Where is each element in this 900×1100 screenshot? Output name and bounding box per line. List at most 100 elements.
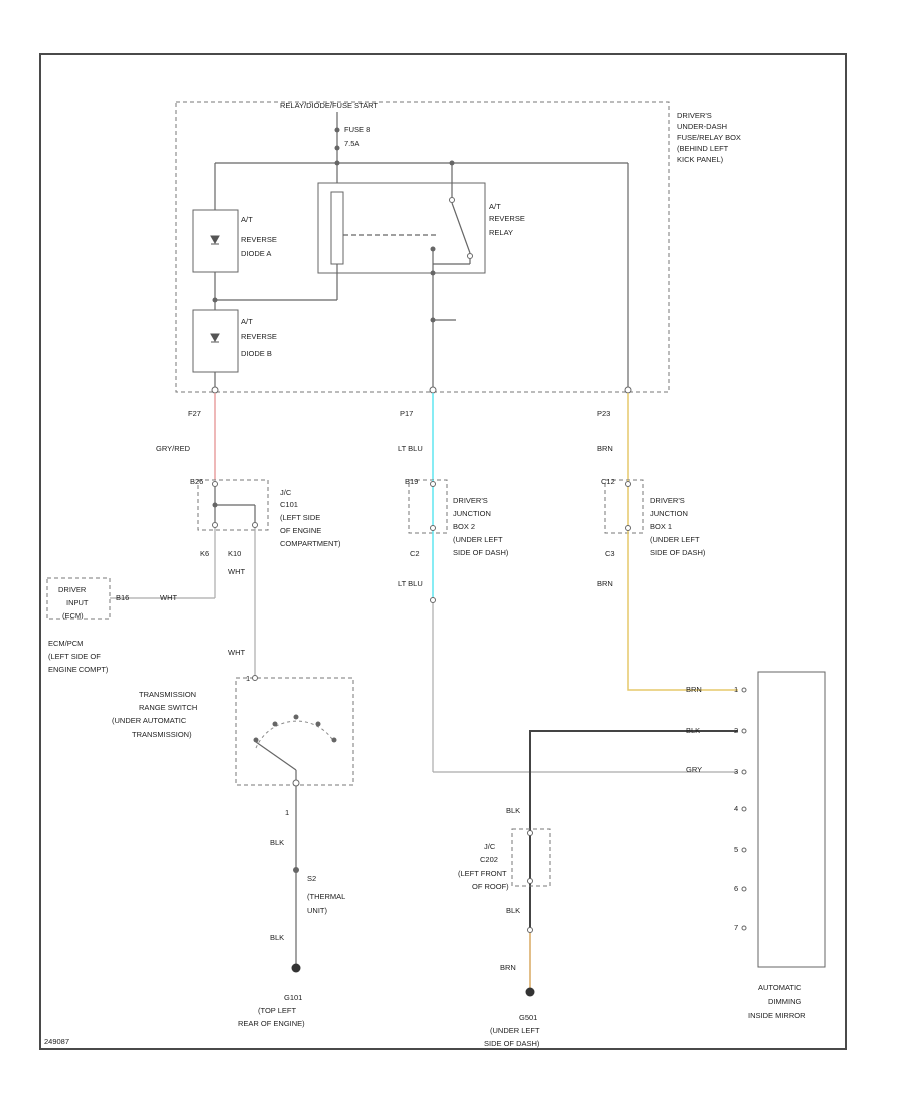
mirror-pin: 6	[734, 884, 738, 893]
jb1-name: BOX 1	[650, 522, 672, 531]
diode-a-label: A/T	[241, 215, 253, 224]
relay-box-location-line: UNDER-DASH	[677, 122, 727, 131]
relay-label: RELAY	[489, 228, 513, 237]
c101-name: COMPARTMENT)	[280, 539, 341, 548]
wire-blk	[529, 730, 738, 930]
ground-g501-icon	[525, 987, 535, 997]
mirror-name: DIMMING	[768, 997, 801, 1006]
jb2-name: BOX 2	[453, 522, 475, 531]
jb2-pin-label: B19	[405, 477, 418, 486]
c101-name: OF ENGINE	[280, 526, 321, 535]
thermal-name: (THERMAL	[307, 892, 345, 901]
fuse-icon	[334, 127, 340, 133]
c101-pin	[252, 522, 258, 528]
relay-box-location-line: (BEHIND LEFT	[677, 144, 729, 153]
c101-pin	[212, 522, 218, 528]
ground-g101-location: REAR OF ENGINE)	[238, 1019, 305, 1028]
pin-terminal	[211, 386, 219, 394]
jb1-name: JUNCTION	[650, 509, 688, 518]
connector-c202-outline	[511, 828, 551, 887]
ecm-name: ECM/PCM	[48, 639, 83, 648]
range-switch-icon	[255, 720, 335, 749]
wire-color-label: WHT	[228, 648, 245, 657]
c101-pin-label: K6	[200, 549, 209, 558]
junction-box-2-outline	[408, 479, 448, 534]
ecm-box-label: DRIVER	[58, 585, 87, 594]
wire-color-label: BRN	[597, 579, 613, 588]
diode-a-label: DIODE A	[241, 249, 271, 258]
wire-color-label: BLK	[506, 806, 520, 815]
ecm-box-label: (ECM)	[62, 611, 84, 620]
mirror-pin: 2	[734, 726, 738, 735]
mirror-name: AUTOMATIC	[758, 983, 802, 992]
jb2-pin-label: C2	[410, 549, 420, 558]
mirror-pin: 5	[734, 845, 738, 854]
junction-box-1-outline	[604, 479, 644, 534]
diode-b-icon	[210, 333, 220, 343]
relay-box-supply-label: RELAY/DIODE/FUSE START	[280, 101, 378, 110]
mirror-pin: 7	[734, 923, 738, 932]
wire-color-label: GRY/RED	[156, 444, 191, 453]
c202-name: OF ROOF)	[472, 882, 509, 891]
wire-color-label: BRN	[597, 444, 613, 453]
range-switch-pin: 1	[246, 674, 250, 683]
wire-color-label: BLK	[686, 726, 700, 735]
thermal-name: UNIT)	[307, 906, 327, 915]
jb1-pin-label: C12	[601, 477, 615, 486]
wire-color-label: LT BLU	[398, 579, 423, 588]
c101-name: J/C	[280, 488, 292, 497]
ecm-pin: B16	[116, 593, 129, 602]
relay-coil-icon	[330, 191, 344, 265]
relay-box-location-line: KICK PANEL)	[677, 155, 724, 164]
diode-b-label: A/T	[241, 317, 253, 326]
jb2-name: (UNDER LEFT	[453, 535, 503, 544]
mirror-pin: 3	[734, 767, 738, 776]
thermal-pin: S2	[307, 874, 316, 883]
inside-mirror-box	[757, 671, 826, 968]
relay-label: REVERSE	[489, 214, 525, 223]
range-switch-name: RANGE SWITCH	[139, 703, 197, 712]
pin-terminal	[429, 386, 437, 394]
jb1-pin-label: C3	[605, 549, 615, 558]
fuse-node	[334, 145, 340, 151]
diode-b-label: DIODE B	[241, 349, 272, 358]
mirror-name: INSIDE MIRROR	[748, 1011, 806, 1020]
relay-switch-icon	[451, 202, 471, 254]
pin-label-mid: P17	[400, 409, 413, 418]
fuse-rating: 7.5A	[344, 139, 359, 148]
ecm-box	[46, 577, 111, 620]
ground-g101-location: (TOP LEFT	[258, 1006, 296, 1015]
pin-label-right: P23	[597, 409, 610, 418]
c101-name: (LEFT SIDE	[280, 513, 320, 522]
range-switch-pin: 1	[285, 808, 289, 817]
wire-color-label: LT BLU	[398, 444, 423, 453]
range-switch-contact	[255, 741, 297, 771]
range-switch-name: (UNDER AUTOMATIC	[112, 716, 187, 725]
range-switch-name: TRANSMISSION)	[132, 730, 192, 739]
jb1-name: DRIVER'S	[650, 496, 685, 505]
c101-pin-label: B26	[190, 477, 203, 486]
diagram-code: 249087	[44, 1037, 69, 1046]
ground-g101-id: G101	[284, 993, 302, 1002]
wire-brn	[627, 480, 738, 691]
wire-color-label: BRN	[500, 963, 516, 972]
range-switch-name: TRANSMISSION	[139, 690, 196, 699]
c101-pin-label: K10	[228, 549, 241, 558]
mirror-pin: 1	[734, 685, 738, 694]
c202-name: J/C	[484, 842, 496, 851]
fuse-relay-box-outline	[175, 101, 670, 393]
c101-name: C101	[280, 500, 298, 509]
wire-color-label: BLK	[270, 933, 284, 942]
wire-color-label: BRN	[686, 685, 702, 694]
relay-box-location-line: FUSE/RELAY BOX	[677, 133, 741, 142]
relay-box	[317, 182, 486, 274]
jb2-name: SIDE OF DASH)	[453, 548, 509, 557]
diode-a-icon	[210, 235, 220, 245]
diagram-frame	[39, 53, 847, 1050]
ecm-box-label: INPUT	[66, 598, 89, 607]
relay-label: A/T	[489, 202, 501, 211]
diode-a-label: REVERSE	[241, 235, 277, 244]
connector-c101-outline	[197, 479, 269, 531]
ground-g101-icon	[291, 963, 301, 973]
